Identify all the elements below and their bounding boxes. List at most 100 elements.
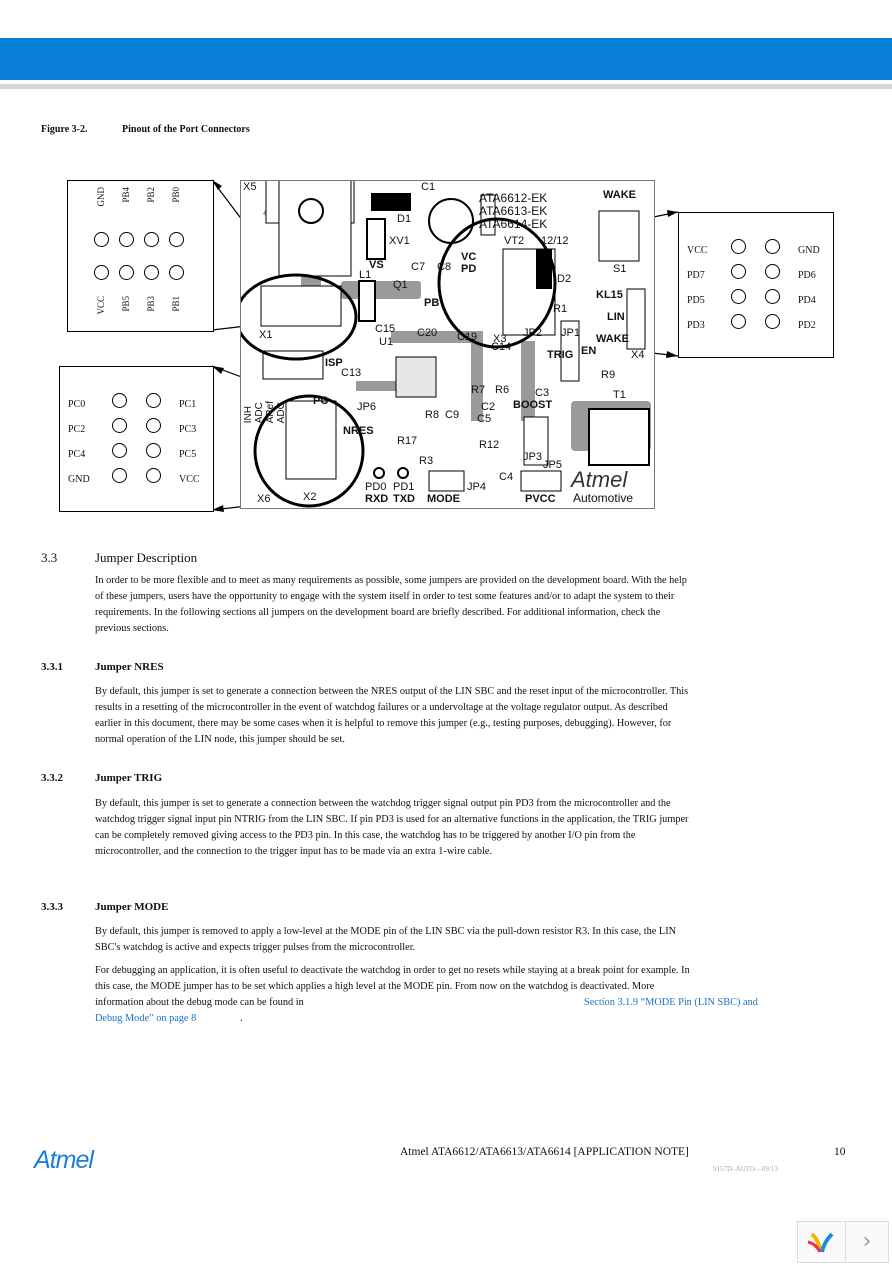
label-jp3: JP3 [523, 451, 542, 463]
pin-label: PC1 [179, 399, 197, 410]
arrowhead [667, 210, 678, 217]
label-vs: VS [369, 259, 384, 271]
pin [146, 468, 161, 483]
cross-reference-link-continued[interactable]: Debug Mode” on page 8 [95, 1013, 197, 1024]
pin-label: PB0 [171, 187, 181, 203]
pin-label: PB1 [171, 296, 181, 312]
pin [144, 232, 159, 247]
label-t1: T1 [613, 389, 626, 401]
header-rule [0, 84, 892, 89]
label-r8: R8 [425, 409, 440, 421]
section-title: Jumper Description [95, 550, 198, 565]
pin [731, 289, 746, 304]
pin-label: GND [798, 245, 820, 256]
label-pvcc: PVCC [525, 493, 556, 505]
label-c20: C20 [417, 327, 438, 339]
label-wake-2: WAKE [596, 333, 629, 345]
highlight-ellipses [241, 217, 557, 508]
pin-label: PC3 [179, 424, 197, 435]
pin [169, 232, 184, 247]
subsection-body: By default, this jumper is set to genera… [95, 686, 689, 745]
pin [146, 418, 161, 433]
subsection-body: By default, this jumper is set to genera… [95, 798, 689, 857]
subsection-body: By default, this jumper is removed to ap… [95, 926, 677, 953]
label-vc: VC [461, 251, 477, 263]
pin-label: PD6 [798, 270, 816, 281]
pin [119, 232, 134, 247]
pc-connector-pinout: PC0 PC2 PC4 GND PC1 PC3 PC5 VCC [59, 366, 214, 512]
pin [765, 289, 780, 304]
label-r9: R9 [601, 369, 616, 381]
pcb-board: ATA6612-EK ATA6613-EK ATA6614-EK X5 C1 D… [240, 180, 655, 509]
label-txd: TXD [393, 493, 415, 505]
label-rev: 12/12 [541, 235, 569, 247]
label-pd: PD [461, 263, 477, 275]
pin-label: PD5 [687, 295, 705, 306]
pin-label: PD3 [687, 320, 705, 331]
label-jp4: JP4 [467, 481, 486, 493]
pin [731, 264, 746, 279]
section-heading: 3.3 Jumper Description [41, 550, 197, 566]
label-en: EN [581, 345, 597, 357]
label-automotive: Automotive [573, 491, 634, 505]
label-r7: R7 [471, 384, 486, 396]
header-bar [0, 38, 892, 80]
subsection-title: Jumper MODE [95, 901, 169, 913]
label-r12: R12 [479, 439, 500, 451]
label-mode: MODE [427, 493, 460, 505]
pin [144, 265, 159, 280]
pin [112, 443, 127, 458]
pin-label: VCC [687, 245, 708, 256]
label-x5: X5 [243, 181, 257, 193]
figure-title: Pinout of the Port Connectors [122, 124, 250, 135]
label-lin: LIN [607, 311, 625, 323]
pin-label: VCC [179, 474, 200, 485]
label-trig: TRIG [547, 349, 574, 361]
label-pc: PC [313, 395, 329, 407]
label-x3: X3 [493, 333, 507, 345]
viewer-app-button[interactable] [797, 1221, 845, 1263]
arrowhead [212, 505, 224, 512]
pd-connector-pinout: VCC PD7 PD5 PD3 GND PD6 PD4 PD2 [678, 212, 834, 358]
label-boost: BOOST [513, 399, 553, 411]
pin [146, 393, 161, 408]
section-body: In order to be more flexible and to meet… [95, 575, 687, 634]
body-text: For debugging an application, it is ofte… [95, 965, 690, 1008]
label-jp1: JP1 [561, 327, 580, 339]
subsection-title: Jumper TRIG [95, 772, 163, 784]
board-brand-logo: Atmel [571, 467, 628, 492]
page-number: 10 [834, 1146, 846, 1158]
label-c5: C5 [477, 413, 492, 425]
viewer-logo-icon [807, 1232, 834, 1253]
label-d2: D2 [557, 273, 572, 285]
pin-label: PD7 [687, 270, 705, 281]
subsection-body-2: For debugging an application, it is ofte… [95, 963, 695, 1011]
label-c4: C4 [499, 471, 514, 483]
label-jp6: JP6 [357, 401, 376, 413]
pin-label: PD2 [798, 320, 816, 331]
pin-label: PB4 [121, 187, 131, 203]
pin [94, 232, 109, 247]
label-r1: R1 [553, 303, 568, 315]
pin [112, 418, 127, 433]
pin [119, 265, 134, 280]
label-rxd: RXD [365, 493, 389, 505]
subsection-number: 3.3.2 [41, 772, 63, 784]
label-isp: ISP [325, 357, 343, 369]
label-d1: D1 [397, 213, 412, 225]
subsection-number: 3.3.3 [41, 901, 63, 913]
part-label: ATA6613-EK [479, 204, 548, 218]
cross-reference-link[interactable]: Section 3.1.9 “MODE Pin (LIN SBC) and [584, 997, 758, 1008]
pin [112, 468, 127, 483]
label-c19: C19 [457, 331, 478, 343]
pin-label: PC4 [68, 449, 86, 460]
next-page-button[interactable]: › [845, 1221, 889, 1263]
label-c14: C14 [491, 341, 512, 353]
part-label-list: ATA6612-EK ATA6613-EK ATA6614-EK [479, 192, 547, 231]
pin-label: PD4 [798, 295, 816, 306]
label-xv1: XV1 [389, 235, 410, 247]
section-number: 3.3 [41, 550, 58, 565]
label-r6: R6 [495, 384, 510, 396]
label-kl15: KL15 [596, 289, 623, 301]
